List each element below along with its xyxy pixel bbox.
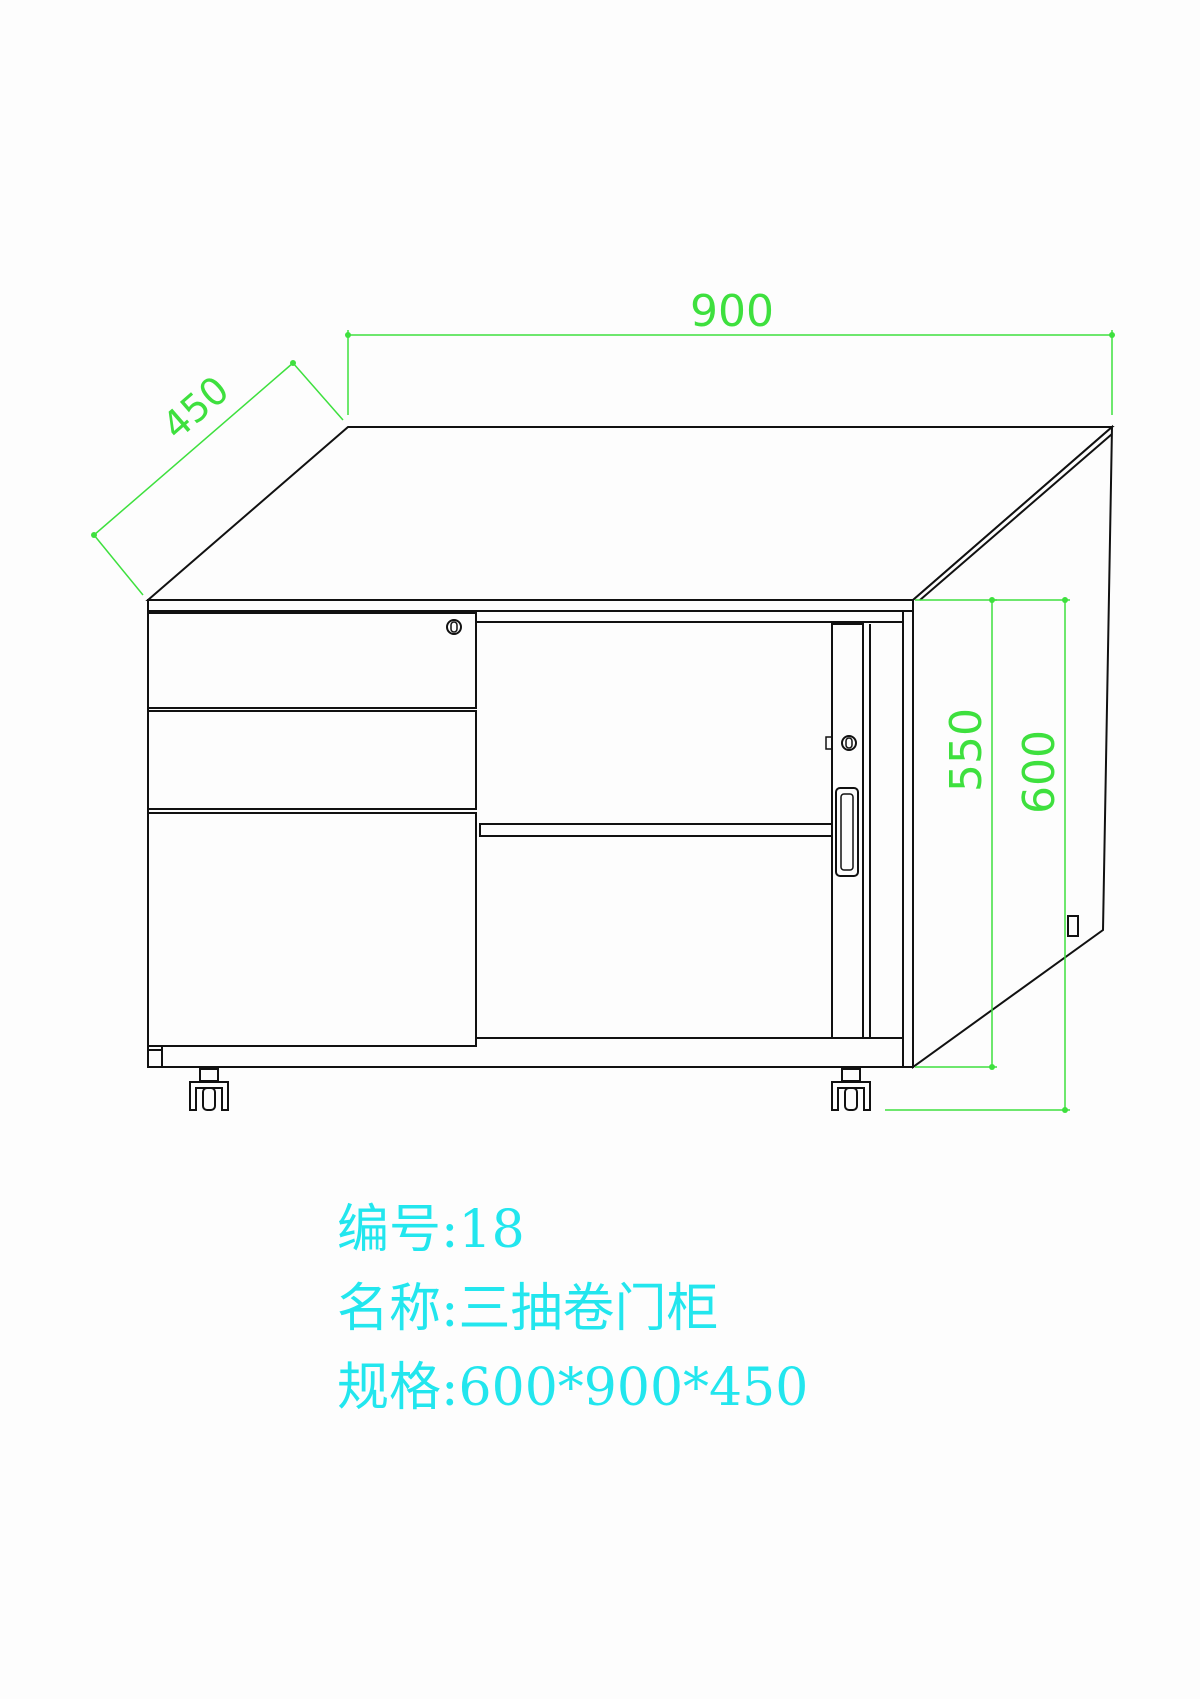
door-lock-icon [825,735,857,751]
door-handle [835,787,859,877]
name-value: 三抽卷门柜 [458,1279,719,1339]
cabinet-front [147,599,914,1068]
dimension-body-height: 550 [915,597,997,1070]
spec-label: 规格: [337,1358,459,1418]
number-label: 编号: [337,1200,459,1260]
drawer-3 [147,812,477,1047]
dimension-total-height-label: 600 [1014,730,1065,814]
info-spec: 规格:600*900*450 [337,1358,808,1418]
dimension-body-height-label: 550 [941,708,992,792]
dimension-total-height: 600 [885,597,1070,1113]
side-top-edge [919,433,1113,601]
caster-left [189,1068,229,1111]
dimension-depth-label: 450 [154,367,238,448]
info-name: 名称:三抽卷门柜 [337,1279,719,1339]
door-handle-inner [840,793,854,871]
caster-right [831,1068,871,1111]
drawer-1 [147,612,477,709]
drawer-2 [147,710,477,810]
drawer-lock-icon [446,619,462,635]
dimension-width-label: 900 [690,286,774,337]
rear-foot [1067,915,1079,937]
number-value: 18 [458,1200,525,1260]
info-number: 编号:18 [337,1200,525,1260]
name-label: 名称: [337,1279,459,1339]
spec-value: 600*900*450 [458,1358,809,1418]
tambour-door-edge [831,623,864,1039]
dimension-width: 900 [345,286,1115,415]
